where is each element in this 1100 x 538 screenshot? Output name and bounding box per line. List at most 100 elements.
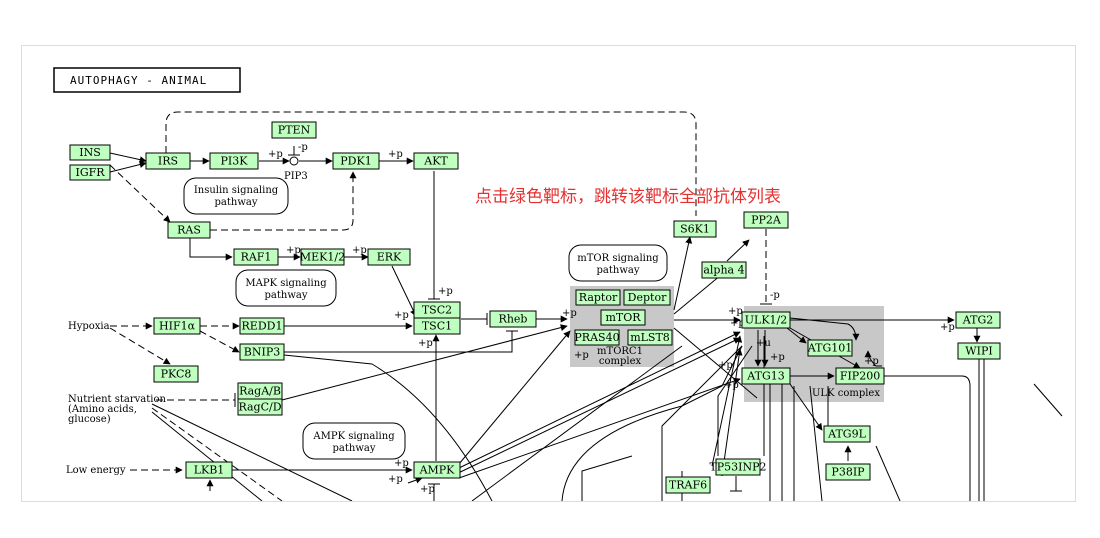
svg-text:ERK: ERK — [377, 251, 402, 264]
svg-text:Nutrient starvation: Nutrient starvation — [68, 394, 166, 405]
svg-text:INS: INS — [79, 146, 101, 159]
gene-raf1[interactable]: RAF1 — [233, 248, 279, 266]
autophagy-pathway-diagram: AUTOPHAGY - ANIMAL Insulin signaling pat… — [53, 67, 1063, 501]
gene-ampk[interactable]: AMPK — [413, 461, 461, 479]
svg-text:RagC/D: RagC/D — [238, 401, 281, 414]
gene-ulk12[interactable]: ULK1/2 — [741, 311, 791, 329]
pathway-edges — [109, 111, 1063, 501]
svg-text:+p: +p — [724, 380, 739, 391]
svg-text:+u: +u — [756, 338, 771, 349]
svg-text:PTEN: PTEN — [278, 124, 311, 137]
svg-text:Rheb: Rheb — [499, 313, 528, 326]
svg-text:+p: +p — [388, 474, 403, 485]
gene-fip200[interactable]: FIP200 — [835, 367, 885, 385]
svg-text:MEK1/2: MEK1/2 — [300, 251, 345, 264]
svg-text:+p: +p — [940, 322, 955, 333]
gene-hif1a[interactable]: HIF1α — [153, 317, 201, 335]
svg-text:TP53INP2: TP53INP2 — [709, 461, 766, 474]
gene-pkc8[interactable]: PKC8 — [153, 365, 199, 383]
svg-text:pathway: pathway — [333, 443, 376, 454]
svg-text:+p: +p — [418, 338, 433, 349]
svg-text:WIPI: WIPI — [965, 345, 992, 358]
svg-text:TRAF6: TRAF6 — [669, 479, 707, 492]
svg-text:HIF1α: HIF1α — [159, 320, 196, 333]
svg-text:+p: +p — [864, 356, 879, 367]
gene-pp2a[interactable]: PP2A — [743, 211, 789, 229]
gene-pten[interactable]: PTEN — [271, 121, 317, 139]
svg-text:glucose): glucose) — [68, 414, 111, 425]
svg-text:AMPK: AMPK — [419, 464, 456, 477]
pathway-ampk-signaling[interactable]: AMPK signaling pathway — [302, 422, 406, 460]
gene-atg13[interactable]: ATG13 — [741, 367, 791, 385]
gene-rheb[interactable]: Rheb — [489, 310, 537, 328]
svg-text:PKC8: PKC8 — [161, 368, 192, 381]
gene-bnip3[interactable]: BNIP3 — [239, 343, 285, 361]
svg-text:-p: -p — [770, 290, 780, 301]
gene-tp53inp2[interactable]: TP53INP2 — [709, 458, 767, 476]
svg-text:pathway: pathway — [265, 290, 308, 301]
svg-text:+p: +p — [574, 350, 589, 361]
gene-ragab[interactable]: RagA/B — [237, 382, 283, 400]
edge-labels: PIP3 +p -p +p +p +p +p +p +p +p +p +p +p… — [66, 142, 955, 495]
svg-text:RAS: RAS — [177, 224, 201, 237]
gene-mtor[interactable]: mTOR — [600, 309, 646, 326]
gene-deptor[interactable]: Deptor — [623, 289, 671, 306]
gene-akt[interactable]: AKT — [413, 152, 459, 170]
svg-text:TSC1: TSC1 — [422, 320, 452, 333]
gene-irs[interactable]: IRS — [145, 152, 191, 170]
svg-text:Insulin signaling: Insulin signaling — [194, 185, 279, 196]
gene-lkb1[interactable]: LKB1 — [185, 461, 233, 479]
svg-text:+p: +p — [420, 484, 435, 495]
gene-ins[interactable]: INS — [69, 144, 111, 161]
gene-atg2[interactable]: ATG2 — [955, 311, 1001, 329]
svg-text:IRS: IRS — [158, 155, 178, 168]
svg-text:mTORC1: mTORC1 — [597, 346, 643, 357]
gene-pdk1[interactable]: PDK1 — [332, 152, 380, 170]
svg-text:+p: +p — [730, 318, 745, 329]
gene-redd1[interactable]: REDD1 — [239, 317, 285, 335]
svg-text:+p: +p — [388, 149, 403, 160]
svg-text:+p: +p — [268, 149, 283, 160]
svg-text:ATG9L: ATG9L — [827, 428, 866, 441]
gene-tsc2[interactable]: TSC2 — [413, 301, 461, 319]
svg-text:RAF1: RAF1 — [241, 251, 272, 264]
svg-text:ATG13: ATG13 — [746, 370, 784, 383]
gene-wipi[interactable]: WIPI — [957, 342, 1001, 360]
svg-text:ATG2: ATG2 — [962, 314, 993, 327]
gene-pras40[interactable]: PRAS40 — [574, 329, 620, 346]
gene-mlst8[interactable]: mLST8 — [627, 329, 673, 346]
gene-erk[interactable]: ERK — [367, 248, 411, 266]
svg-text:ATG101: ATG101 — [807, 342, 852, 355]
gene-mek12[interactable]: MEK1/2 — [300, 248, 345, 266]
svg-text:BNIP3: BNIP3 — [244, 346, 280, 359]
svg-text:PRAS40: PRAS40 — [574, 331, 619, 344]
gene-ras[interactable]: RAS — [167, 221, 211, 239]
pathway-insulin-signaling[interactable]: Insulin signaling pathway — [183, 177, 289, 215]
pathway-mapk-signaling[interactable]: MAPK signaling pathway — [235, 269, 337, 307]
gene-s6k1[interactable]: S6K1 — [673, 220, 717, 238]
gene-ragcd[interactable]: RagC/D — [237, 398, 283, 416]
map-title: AUTOPHAGY - ANIMAL — [70, 74, 207, 87]
svg-text:complex: complex — [599, 356, 642, 367]
gene-atg9l[interactable]: ATG9L — [823, 425, 871, 443]
svg-text:P38IP: P38IP — [831, 466, 865, 479]
svg-text:MAPK signaling: MAPK signaling — [245, 278, 327, 289]
svg-text:-p: -p — [298, 142, 308, 153]
gene-traf6[interactable]: TRAF6 — [665, 476, 711, 494]
gene-alpha4[interactable]: alpha 4 — [701, 261, 747, 279]
gene-pi3k[interactable]: PI3K — [209, 152, 259, 170]
svg-text:LKB1: LKB1 — [194, 464, 225, 477]
svg-text:mLST8: mLST8 — [630, 331, 670, 344]
svg-text:Deptor: Deptor — [628, 291, 667, 304]
svg-text:+p: +p — [352, 245, 367, 256]
gene-atg101[interactable]: ATG101 — [807, 339, 853, 357]
svg-text:IGFR: IGFR — [75, 166, 105, 179]
svg-text:Hypoxia: Hypoxia — [68, 321, 110, 332]
pathway-mtor-signaling[interactable]: mTOR signaling pathway — [568, 244, 668, 282]
gene-tsc1[interactable]: TSC1 — [413, 317, 461, 335]
gene-p38ip[interactable]: P38IP — [825, 463, 871, 481]
svg-text:FIP200: FIP200 — [840, 370, 880, 383]
gene-raptor[interactable]: Raptor — [575, 289, 621, 306]
svg-text:ULK complex: ULK complex — [812, 388, 880, 399]
gene-igfr[interactable]: IGFR — [69, 164, 111, 181]
